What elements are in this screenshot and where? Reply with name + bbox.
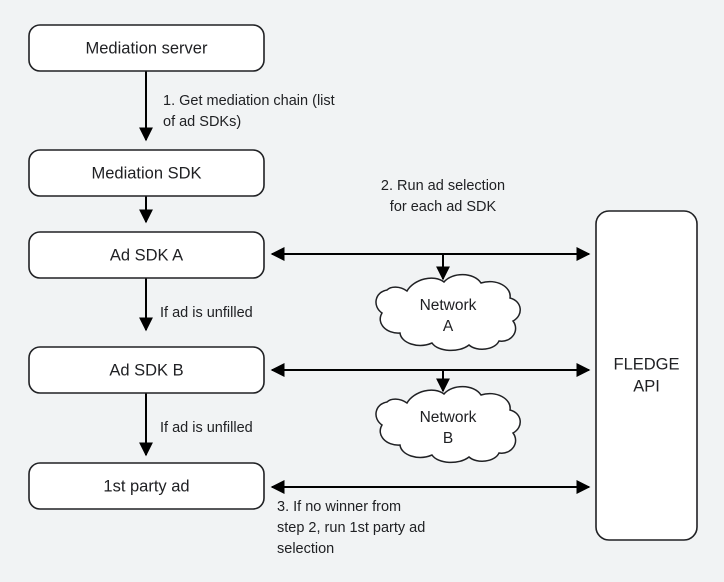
fledge-api-label-line1: FLEDGE xyxy=(613,355,679,373)
edge-label-step-3: 3. If no winner from step 2, run 1st par… xyxy=(277,499,425,557)
network-a-label-line1: Network xyxy=(420,297,477,314)
mediation-sdk-label: Mediation SDK xyxy=(91,164,201,182)
unfilled-a-label: If ad is unfilled xyxy=(160,305,253,321)
network-a-label-line2: A xyxy=(443,318,454,335)
node-ad-sdk-b[interactable]: Ad SDK B xyxy=(28,346,265,394)
mediation-server-label: Mediation server xyxy=(86,39,208,57)
node-network-b: Network B xyxy=(375,385,521,464)
fledge-api-box[interactable] xyxy=(595,210,698,541)
ad-sdk-b-box[interactable] xyxy=(28,346,265,394)
node-mediation-server[interactable]: Mediation server xyxy=(28,24,265,72)
step1-line1: 1. Get mediation chain (list xyxy=(163,93,335,109)
first-party-ad-label: 1st party ad xyxy=(103,477,189,495)
step2-line1: 2. Run ad selection xyxy=(381,178,505,194)
edge-ad-sdk-a-fledge xyxy=(270,247,591,281)
node-fledge-api[interactable]: FLEDGE API xyxy=(595,210,698,541)
first-party-ad-box[interactable] xyxy=(28,462,265,510)
node-ad-sdk-a[interactable]: Ad SDK A xyxy=(28,231,265,279)
step1-line2: of ad SDKs) xyxy=(163,114,241,130)
node-first-party-ad[interactable]: 1st party ad xyxy=(28,462,265,510)
unfilled-b-label: If ad is unfilled xyxy=(160,420,253,436)
ad-sdk-a-box[interactable] xyxy=(28,231,265,279)
step3-line3: selection xyxy=(277,541,334,557)
edge-label-step-1: 1. Get mediation chain (list of ad SDKs) xyxy=(163,93,335,130)
mediation-server-box[interactable] xyxy=(28,24,265,72)
edge-ad-sdk-b-fledge xyxy=(270,363,591,393)
node-network-a: Network A xyxy=(375,273,521,352)
edge-label-unfilled-b: If ad is unfilled xyxy=(160,420,253,436)
fledge-api-label-line2: API xyxy=(633,377,660,395)
node-mediation-sdk[interactable]: Mediation SDK xyxy=(28,149,265,197)
step3-line1: 3. If no winner from xyxy=(277,499,401,515)
network-b-label-line1: Network xyxy=(420,409,477,426)
ad-sdk-a-label: Ad SDK A xyxy=(110,246,183,264)
edge-label-step-2: 2. Run ad selection for each ad SDK xyxy=(381,178,505,215)
step2-line2: for each ad SDK xyxy=(390,199,497,215)
edge-label-unfilled-a: If ad is unfilled xyxy=(160,305,253,321)
mediation-sdk-box[interactable] xyxy=(28,149,265,197)
network-b-label-line2: B xyxy=(443,430,453,447)
ad-sdk-b-label: Ad SDK B xyxy=(109,361,183,379)
step3-line2: step 2, run 1st party ad xyxy=(277,520,425,536)
